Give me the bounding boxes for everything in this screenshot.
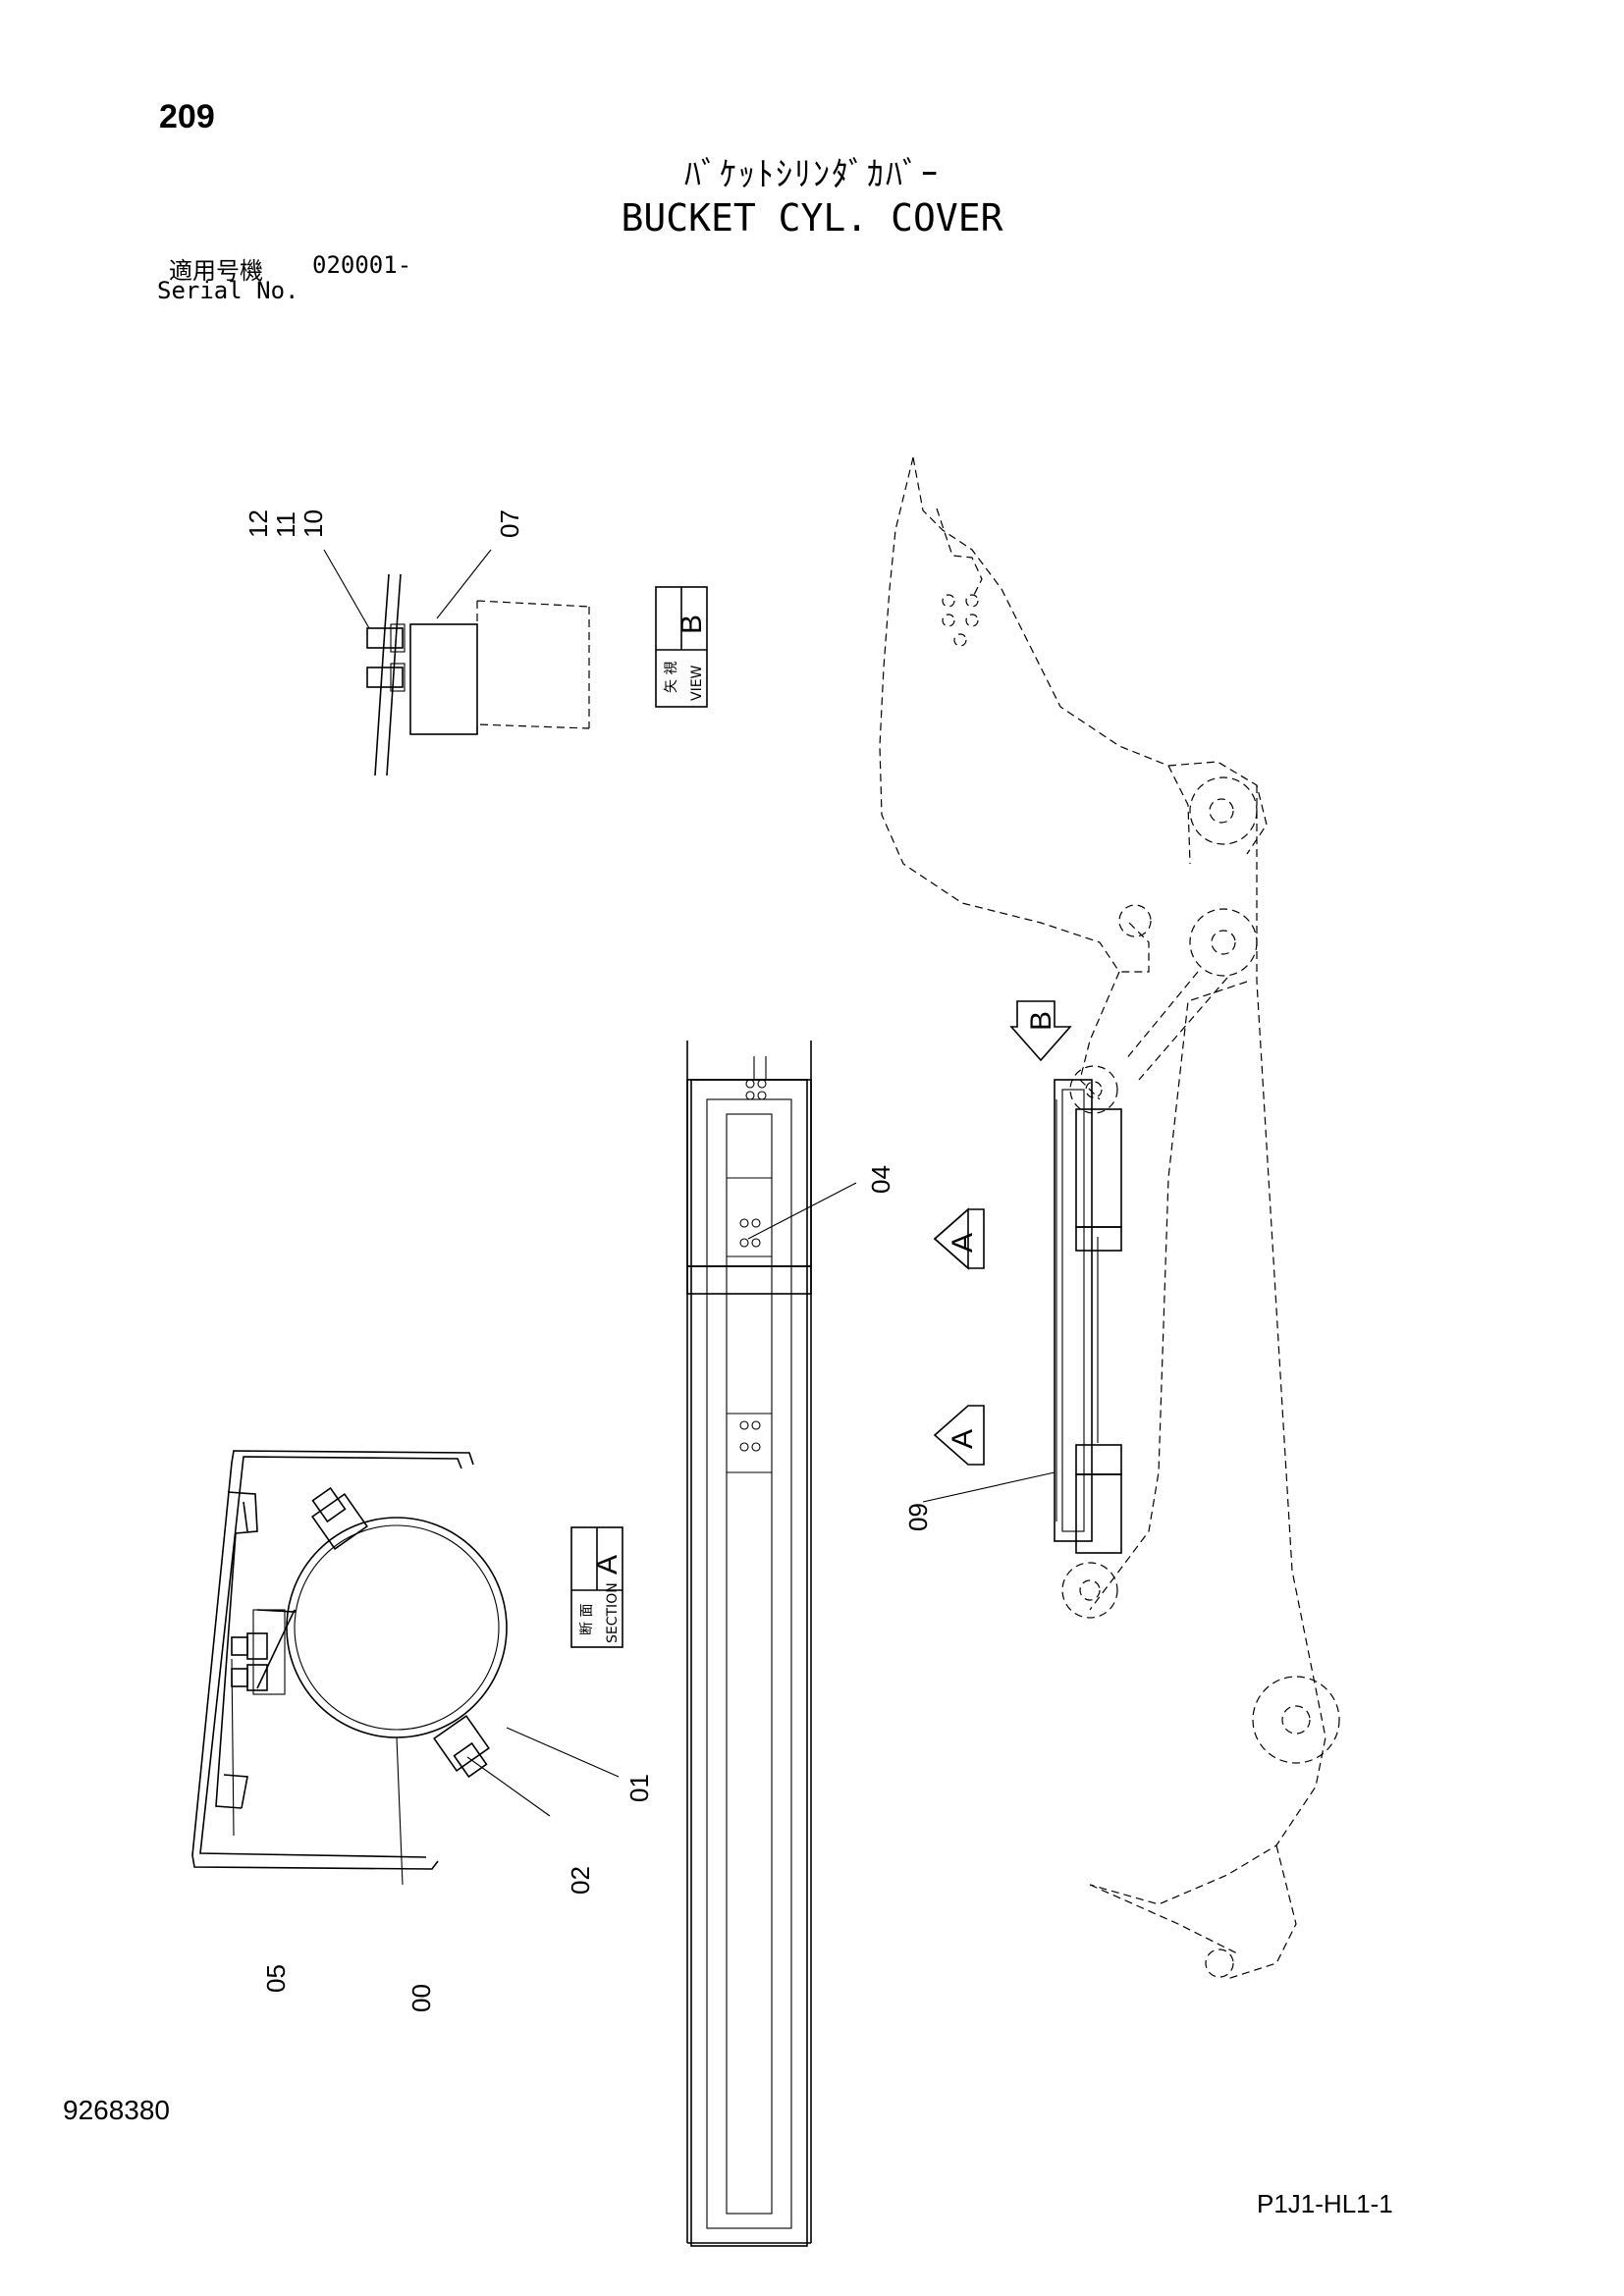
section-a-letter: A xyxy=(591,1555,623,1575)
view-b-label-box: 矢 視 VIEW B xyxy=(655,586,708,708)
arrow-a2-letter: A xyxy=(947,1429,979,1449)
callout-00: 00 xyxy=(406,1984,436,2012)
arrow-b-letter: B xyxy=(1025,1011,1057,1031)
arrow-a1-letter: A xyxy=(947,1233,979,1253)
title-japanese: ﾊﾞｹｯﾄｼﾘﾝﾀﾞｶﾊﾞｰ xyxy=(684,155,940,194)
callout-10: 10 xyxy=(298,509,328,538)
arrow-a1-marker: A xyxy=(933,1207,985,1270)
view-b-letter: B xyxy=(676,614,708,634)
sheet-code: P1J1-HL1-1 xyxy=(1257,2189,1393,2218)
callout-01: 01 xyxy=(624,1774,654,1802)
document-number: 9268380 xyxy=(63,2095,171,2125)
callout-02: 02 xyxy=(566,1866,595,1895)
callout-12: 12 xyxy=(244,509,273,538)
view-b-detail xyxy=(323,549,590,776)
callout-09: 09 xyxy=(903,1503,933,1531)
page-number: 209 xyxy=(159,98,215,135)
cover-plate-view xyxy=(686,1041,857,2247)
section-a-label-box: 断 面 SECTION A xyxy=(570,1526,623,1648)
callout-04: 04 xyxy=(866,1165,895,1194)
section-a-detail xyxy=(191,1450,620,1886)
serial-label-english: Serial No. xyxy=(157,277,299,304)
arrow-b-marker: B xyxy=(1009,1000,1072,1062)
callout-07: 07 xyxy=(495,509,524,538)
section-a-label-jp: 断 面 xyxy=(579,1604,595,1635)
serial-value: 020001- xyxy=(312,251,412,279)
section-a-label-en: SECTION xyxy=(605,1582,621,1643)
view-b-label-en: VIEW xyxy=(689,665,705,701)
bucket-cylinder-cover xyxy=(922,1079,1122,1554)
callout-05: 05 xyxy=(261,1964,291,1993)
serial-label-japanese: 適用号機 xyxy=(169,257,263,285)
arm-bucket-outline xyxy=(879,456,1340,1980)
view-b-label-jp: 矢 視 xyxy=(664,662,679,693)
title-english: BUCKET CYL. COVER xyxy=(621,196,1003,240)
callout-11: 11 xyxy=(271,511,300,538)
arrow-a2-marker: A xyxy=(933,1405,985,1466)
